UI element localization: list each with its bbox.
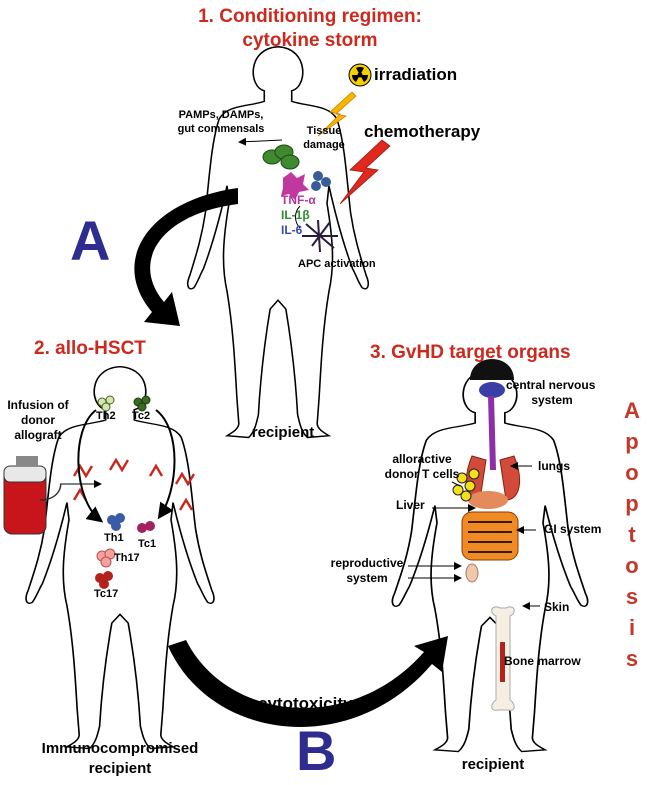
- panel3-title: 3. GvHD target organs: [370, 342, 571, 363]
- recipient-label-top: recipient: [251, 424, 315, 441]
- apoptosis-letter: s: [625, 646, 639, 671]
- apc-cluster-blue: [311, 171, 331, 191]
- chemotherapy-label: chemotherapy: [364, 122, 481, 141]
- apc-dendritic-cell: [302, 219, 338, 253]
- gi-loops: [468, 521, 512, 553]
- liver-icon: [468, 491, 508, 509]
- apoptosis-letter: o: [625, 460, 639, 485]
- alloreactive-label-line2: donor T cells: [384, 467, 460, 481]
- pamps-label-line1: PAMPs, DAMPs,: [178, 109, 264, 121]
- recipient-label-right: recipient: [461, 756, 525, 773]
- bone-marrow-icon: [500, 642, 505, 682]
- tc17-label: Tc17: [94, 588, 119, 600]
- th2-label: Th2: [96, 410, 116, 422]
- blood-bag-icon: [3, 456, 62, 535]
- letter-b: B: [296, 719, 337, 782]
- apoptosis-letter: s: [625, 584, 639, 609]
- apoptosis-letter: A: [624, 398, 640, 423]
- tc2-cells: [133, 395, 151, 412]
- th17-label: Th17: [114, 552, 140, 564]
- cns-label-line1: central nervous: [506, 378, 596, 392]
- panel1-title-line2: cytokine storm: [242, 30, 378, 51]
- radiation-icon: [348, 63, 372, 87]
- il1-beta-label: IL-1β: [281, 208, 310, 222]
- th1-label: Th1: [104, 532, 124, 544]
- lungs-label: lungs: [538, 459, 570, 473]
- infusion-label-line1: Infusion of: [7, 398, 69, 412]
- brain-region: [479, 382, 505, 398]
- tc1-cells: [137, 521, 155, 533]
- pamps-label-line2: gut commensals: [177, 123, 265, 135]
- th1-cells: [107, 513, 125, 531]
- skin-infiltrate-marks: [72, 457, 196, 511]
- curved-arrow-a: [134, 188, 238, 326]
- infusion-label-line2: donor: [21, 413, 55, 427]
- apoptosis-letter: t: [628, 522, 636, 547]
- apoptosis-letter: i: [628, 615, 636, 640]
- tissue-damage-line2: damage: [303, 139, 345, 151]
- tnf-alpha-label: TNF-α: [281, 193, 316, 207]
- tissue-damage-line1: Tissue: [306, 125, 342, 137]
- skin-label: Skin: [544, 600, 570, 614]
- liver-label: Liver: [396, 498, 425, 512]
- tissue-damage-cells: [262, 144, 300, 170]
- il6-label: IL-6: [281, 223, 303, 237]
- reproductive-label-line2: system: [346, 571, 388, 585]
- panel1-title-line1: 1. Conditioning regimen:: [198, 6, 422, 27]
- panel2-title: 2. allo-HSCT: [34, 338, 146, 359]
- tc2-label: Tc2: [132, 410, 151, 422]
- cns-label-line2: system: [531, 393, 573, 407]
- tnf-cell: [281, 172, 309, 200]
- cytotoxicity-label: cytotoxicity: [258, 694, 353, 713]
- tc1-label: Tc1: [138, 538, 157, 550]
- reproductive-organ: [465, 563, 479, 583]
- irradiation-label: irradiation: [374, 65, 458, 84]
- apoptosis-letter: p: [625, 429, 639, 454]
- esophagus: [488, 396, 496, 470]
- alloreactive-label-line1: alloractive: [392, 452, 452, 466]
- gi-tract-icon: [461, 511, 519, 561]
- reproductive-label-line1: reproductive: [330, 556, 404, 570]
- infusion-label-line3: allograft: [14, 428, 62, 442]
- curved-arrow-b: [168, 636, 448, 727]
- letter-a: A: [70, 209, 111, 272]
- gi-system-label: GI system: [544, 522, 602, 536]
- yellow-lightning-icon: [317, 91, 357, 137]
- bone-marrow-label: Bone marrow: [504, 654, 581, 668]
- apoptosis-label: A p o p t o s i s: [618, 395, 646, 674]
- brain-icon: [470, 359, 514, 380]
- alloreactive-t-cells-icon: [452, 468, 480, 502]
- apoptosis-letter: o: [625, 553, 639, 578]
- apc-activation-label: APC activation: [298, 258, 376, 270]
- apoptosis-letter: p: [625, 491, 639, 516]
- footer-label-line2: recipient: [88, 760, 152, 777]
- footer-label-line1: Immunocompromised: [41, 740, 199, 757]
- tc17-cells: [95, 571, 113, 589]
- th2-cells: [97, 395, 115, 412]
- red-lightning-icon: [339, 139, 391, 205]
- th17-cells: [96, 548, 116, 568]
